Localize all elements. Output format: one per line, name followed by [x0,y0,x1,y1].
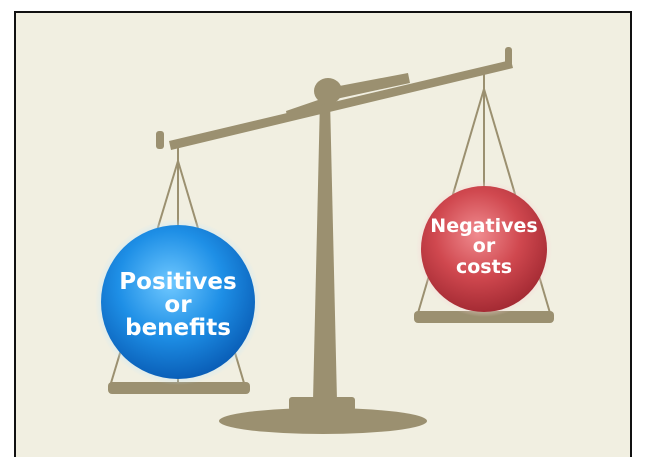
left-pan [108,382,250,394]
positives-label-line-1: Positives [119,269,236,295]
positives-label-line-3: benefits [125,315,231,341]
scale-base [219,408,427,434]
scale-beam-left-bulge [286,99,323,121]
positives-label-line-2: or [164,292,192,318]
scale-pillar [313,99,337,401]
balance-scale-diagram: Positives or benefits Negatives or costs [95,47,554,434]
scale-base-step [289,397,355,411]
positives-ball: Positives or benefits [95,219,261,385]
scale-beam-right-end [505,47,512,66]
scale-pivot [314,78,342,104]
scale-beam-right-bulge [334,73,410,99]
negatives-label-line-2: or [473,235,496,257]
diagram-frame: Positives or benefits Negatives or costs [14,11,632,457]
scale-beam-left-end [156,131,164,149]
negatives-label-line-1: Negatives [430,215,537,237]
negatives-label-line-3: costs [456,256,512,278]
scale-beam [169,60,513,150]
negatives-ball: Negatives or costs [416,181,552,317]
